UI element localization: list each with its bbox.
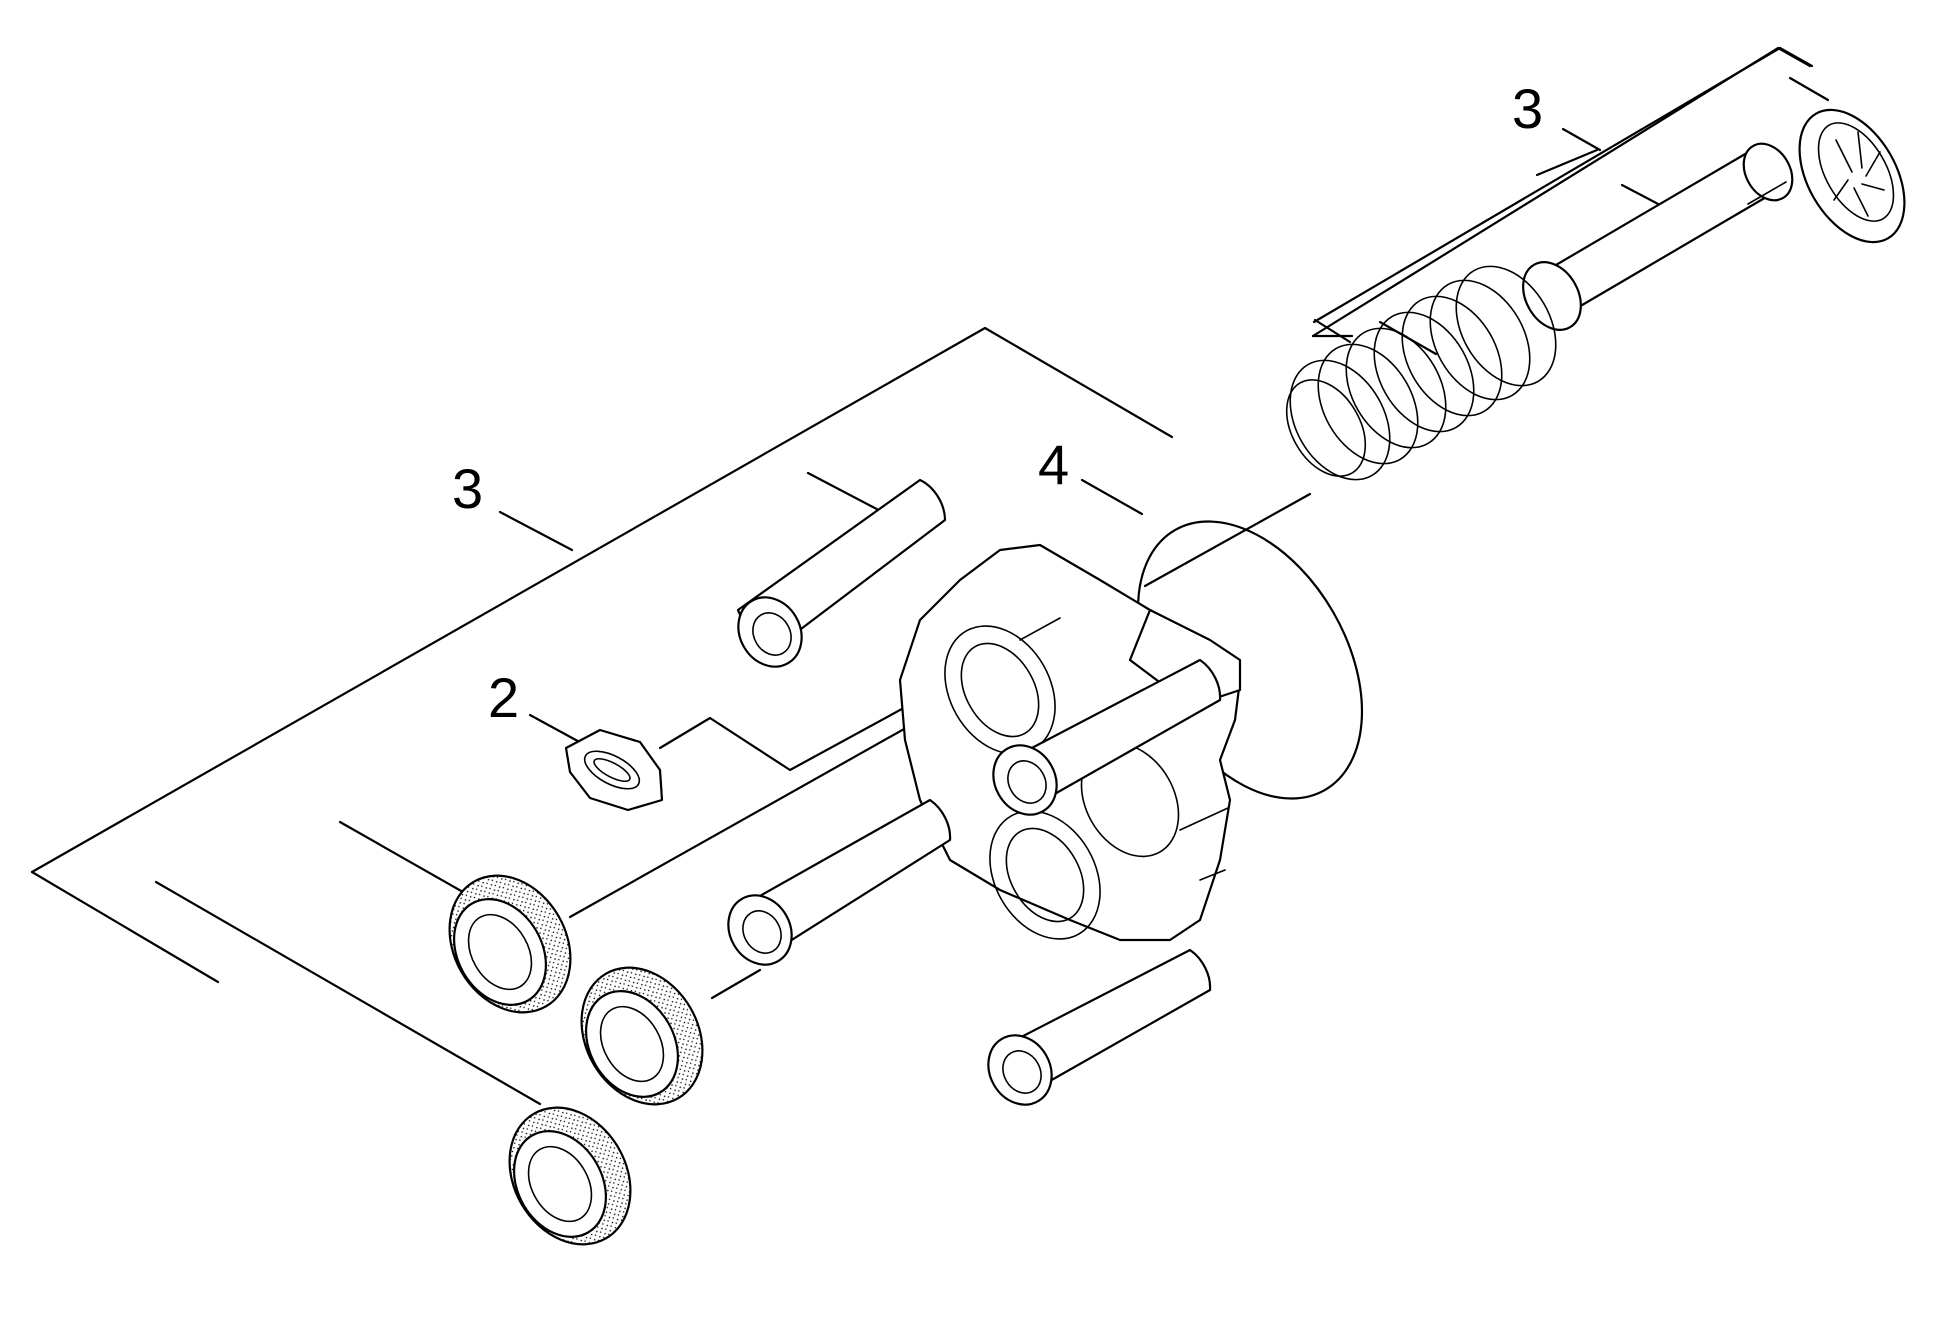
seal-middle xyxy=(580,966,704,1106)
callout-oring: 4 xyxy=(1038,433,1069,496)
bracket-lines xyxy=(30,46,1830,1106)
piston xyxy=(1522,142,1794,331)
callout-right-group: 3 xyxy=(1512,77,1543,140)
housing-pegs xyxy=(727,478,1222,1106)
retaining-ring xyxy=(1798,108,1906,244)
seal-lower xyxy=(508,1106,632,1246)
callout-labels: 3 3 4 2 xyxy=(452,77,1543,729)
nut xyxy=(564,728,664,812)
spring xyxy=(1285,265,1557,481)
seal-upper xyxy=(448,874,572,1014)
callout-left-group: 3 xyxy=(452,457,483,520)
callout-nut: 2 xyxy=(488,666,519,729)
